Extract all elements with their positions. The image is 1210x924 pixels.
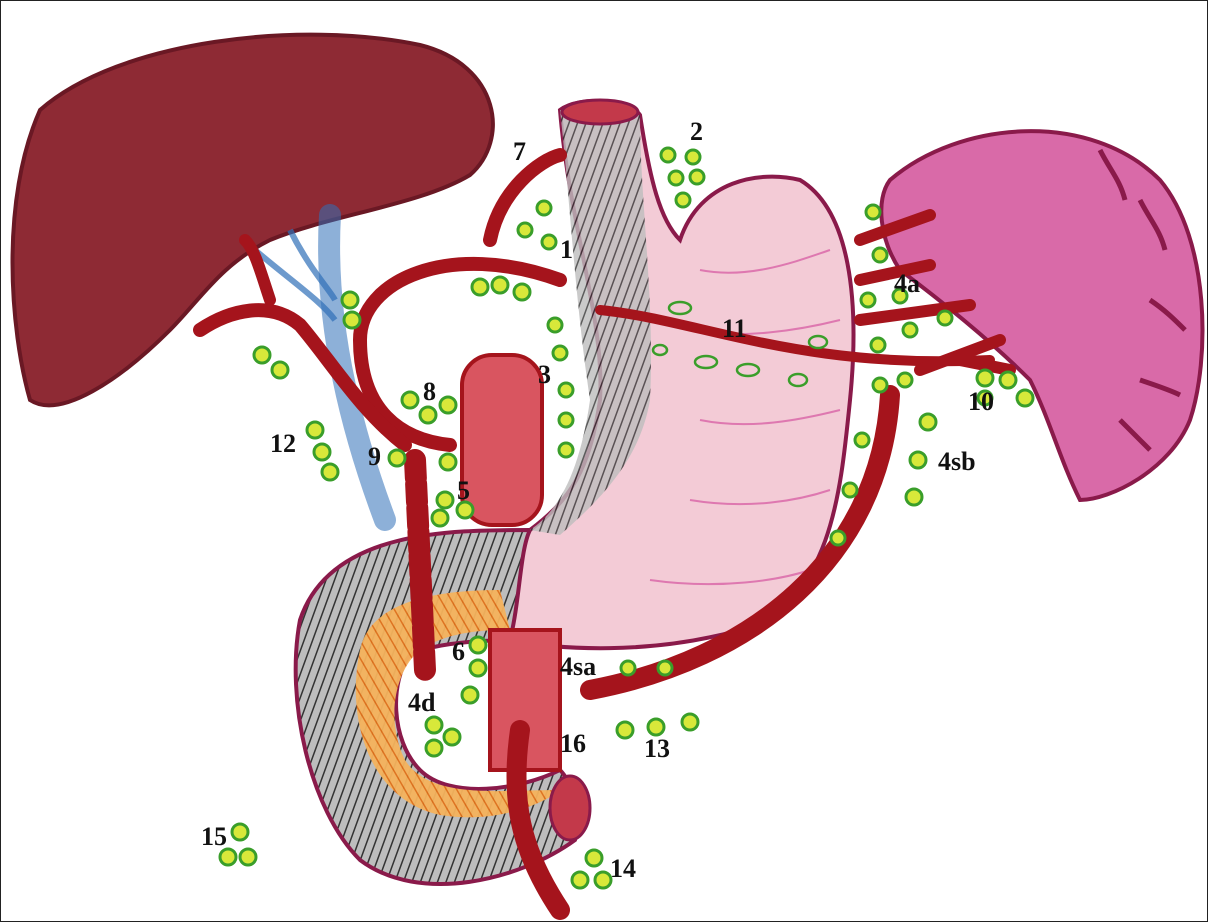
label-station-2: 2 — [690, 117, 703, 146]
label-station-15: 15 — [201, 822, 227, 851]
label-station-1: 1 — [560, 235, 573, 264]
label-station-6: 6 — [452, 637, 465, 666]
label-station-16: 16 — [560, 729, 586, 758]
label-station-4d: 4d — [408, 688, 436, 717]
label-station-3: 3 — [538, 360, 551, 389]
label-station-12: 12 — [270, 429, 296, 458]
label-station-8: 8 — [423, 377, 436, 406]
label-station-7: 7 — [513, 137, 526, 166]
label-station-4sa: 4sa — [560, 652, 596, 681]
label-station-5: 5 — [457, 476, 470, 505]
label-station-11: 11 — [722, 314, 747, 343]
label-station-10: 10 — [968, 387, 994, 416]
label-station-4sb: 4sb — [938, 447, 976, 476]
label-station-9: 9 — [368, 442, 381, 471]
label-station-14: 14 — [610, 854, 636, 883]
label-station-13: 13 — [644, 734, 670, 763]
liver — [13, 35, 493, 406]
label-station-4a: 4a — [894, 269, 920, 298]
